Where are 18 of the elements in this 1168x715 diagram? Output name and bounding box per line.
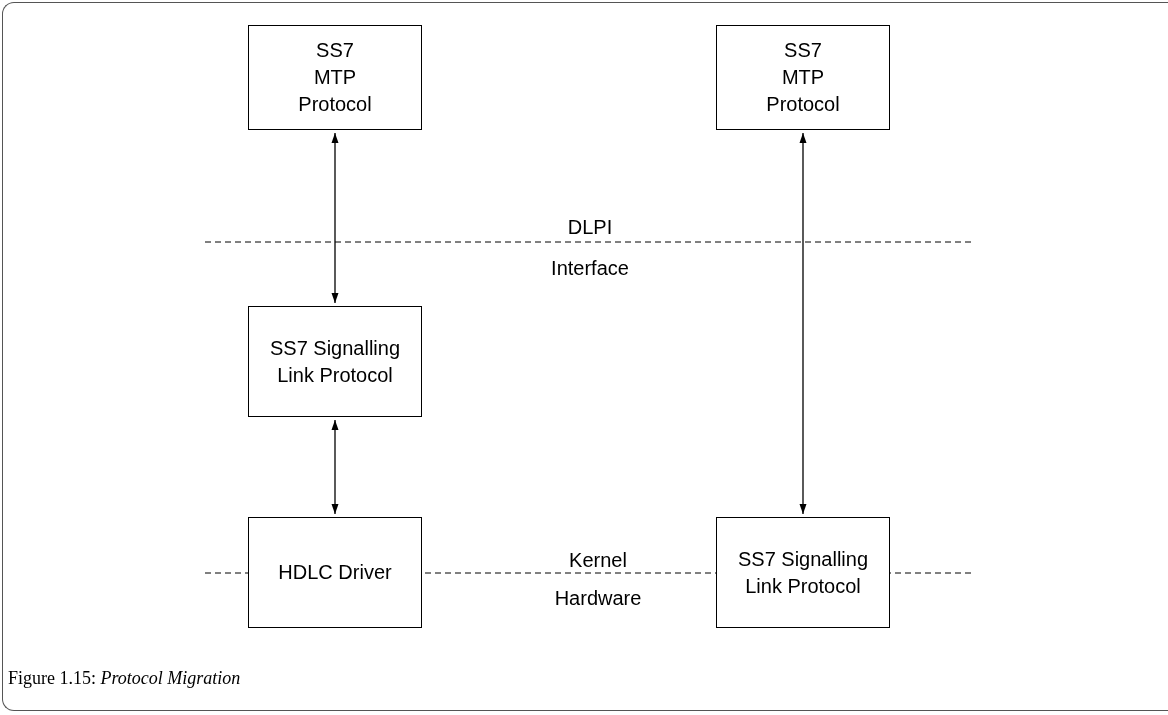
double-arrow (331, 419, 339, 515)
protocol-box (716, 517, 890, 628)
layer-label: Kernel (569, 548, 627, 572)
box-label: SS7 MTP Protocol (766, 38, 840, 117)
box-label: HDLC Driver (277, 560, 393, 585)
protocol-box (248, 517, 422, 628)
box-label: SS7 Signalling Link Protocol (736, 546, 870, 599)
protocol-box (716, 25, 890, 130)
box-label: SS7 Signalling Link Protocol (268, 335, 402, 388)
protocol-box (248, 25, 422, 130)
protocol-box (248, 306, 422, 417)
layer-label: DLPI (567, 215, 613, 239)
double-arrow (331, 132, 339, 304)
double-arrow (799, 132, 807, 515)
layer-label: Interface (551, 256, 629, 280)
box-label: SS7 MTP Protocol (298, 38, 372, 117)
layer-label: Hardware (554, 586, 642, 610)
figure-caption: Figure 1.15: Protocol Migration (8, 668, 241, 689)
